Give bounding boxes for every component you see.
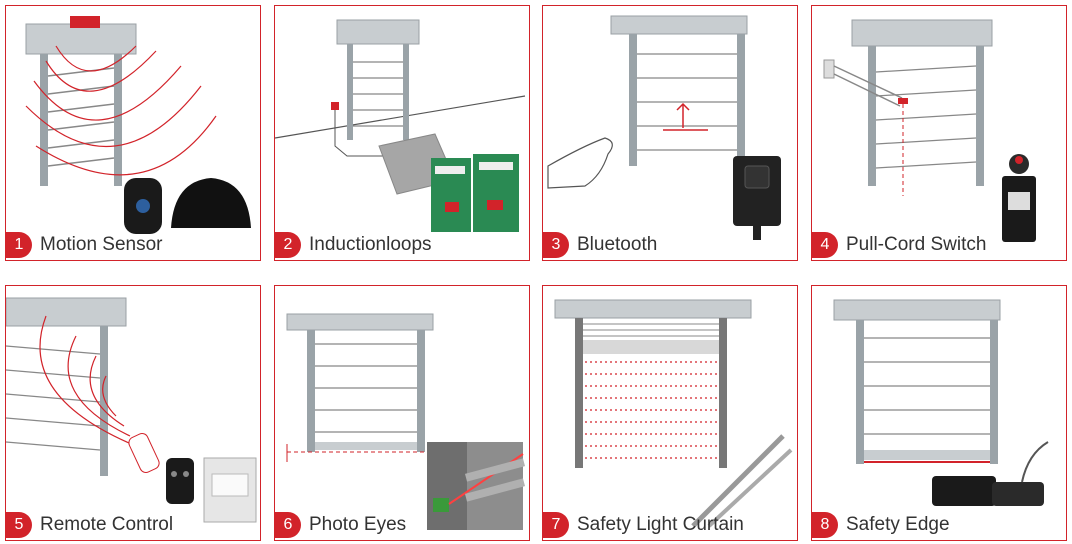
card-number: 4	[812, 232, 838, 258]
card-title: Inductionloops	[309, 234, 432, 255]
card-label: 2 Inductionloops	[275, 230, 432, 260]
card-number: 2	[275, 232, 301, 258]
card-label: 7 Safety Light Curtain	[543, 510, 744, 540]
card-motion-sensor[interactable]: 1 Motion Sensor	[5, 5, 261, 261]
card-title: Remote Control	[40, 514, 174, 535]
card-photo-eyes[interactable]: 6 Photo Eyes	[274, 285, 530, 541]
card-pull-cord-switch[interactable]: 4 Pull-Cord Switch	[811, 5, 1067, 261]
card-title: Pull-Cord Switch	[846, 234, 987, 255]
pull-cord-switch-illustration	[823, 19, 1036, 242]
card-number: 8	[812, 512, 838, 538]
remote-control-illustration	[6, 297, 257, 523]
card-title: Safety Light Curtain	[577, 514, 744, 535]
card-inductionloops[interactable]: 2 Inductionloops	[274, 5, 530, 261]
card-title: Motion Sensor	[40, 234, 163, 255]
card-number: 5	[6, 512, 32, 538]
card-number: 6	[275, 512, 301, 538]
card-safety-edge[interactable]: 8 Safety Edge	[811, 285, 1067, 541]
card-label: 6 Photo Eyes	[275, 510, 406, 540]
motion-sensor-illustration	[25, 16, 251, 234]
card-label: 3 Bluetooth	[543, 230, 657, 260]
bluetooth-illustration	[547, 15, 781, 240]
card-safety-light-curtain[interactable]: 7 Safety Light Curtain	[542, 285, 798, 541]
card-number: 3	[543, 232, 569, 258]
photo-eyes-illustration	[286, 313, 526, 530]
card-label: 8 Safety Edge	[812, 510, 950, 540]
card-bluetooth[interactable]: 3 Bluetooth	[542, 5, 798, 261]
inductionloops-illustration	[275, 19, 526, 232]
card-number: 7	[543, 512, 569, 538]
card-title: Safety Edge	[846, 514, 950, 535]
card-remote-control[interactable]: 5 Remote Control	[5, 285, 261, 541]
card-number: 1	[6, 232, 32, 258]
safety-edge-illustration	[833, 299, 1049, 506]
card-title: Bluetooth	[577, 234, 658, 255]
card-label: 4 Pull-Cord Switch	[812, 230, 986, 260]
card-title: Photo Eyes	[309, 514, 407, 535]
safety-light-curtain-illustration	[554, 299, 793, 528]
card-label: 5 Remote Control	[6, 510, 173, 540]
card-label: 1 Motion Sensor	[6, 230, 163, 260]
